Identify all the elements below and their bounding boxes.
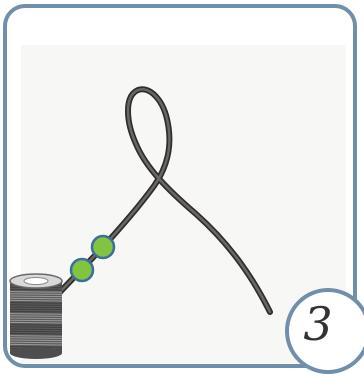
spool-wire-winding: [10, 327, 62, 328]
spool-wire-winding: [10, 333, 62, 334]
spool-wire-winding: [10, 305, 62, 306]
step-number: 3: [303, 301, 332, 347]
bead-upper: [92, 236, 114, 258]
spool-wire-winding: [10, 331, 62, 332]
spool-wire-winding: [10, 318, 62, 319]
spool-wire-winding: [10, 320, 62, 321]
spool-wire-winding: [10, 292, 62, 293]
spool-wire-winding: [10, 344, 62, 345]
spool-wire-winding: [10, 316, 62, 317]
wire-loop-icon: [60, 89, 270, 312]
spool-wire-winding: [10, 294, 62, 295]
spool-wire-winding: [10, 329, 62, 330]
spool-wire-winding: [10, 309, 62, 310]
spool-wire-winding: [10, 338, 62, 339]
spool-wire-winding: [10, 296, 62, 297]
spool-wire-winding: [10, 303, 62, 304]
spool-wire-winding: [10, 298, 62, 299]
step-number-badge: 3: [285, 288, 364, 374]
spool-wire-winding: [10, 307, 62, 308]
spool-wire-winding: [10, 300, 62, 301]
spool-wire-winding: [10, 314, 62, 315]
wire-spool-icon: [10, 274, 62, 359]
spool-wire-winding: [10, 325, 62, 326]
bead-lower: [71, 259, 93, 281]
spool-wire-winding: [10, 340, 62, 341]
spool-wire-winding: [10, 289, 62, 290]
spool-wire-winding: [10, 336, 62, 337]
spool-wire-winding: [10, 311, 62, 312]
spool-wire-winding: [10, 342, 62, 343]
spool-wire-winding: [10, 322, 62, 323]
